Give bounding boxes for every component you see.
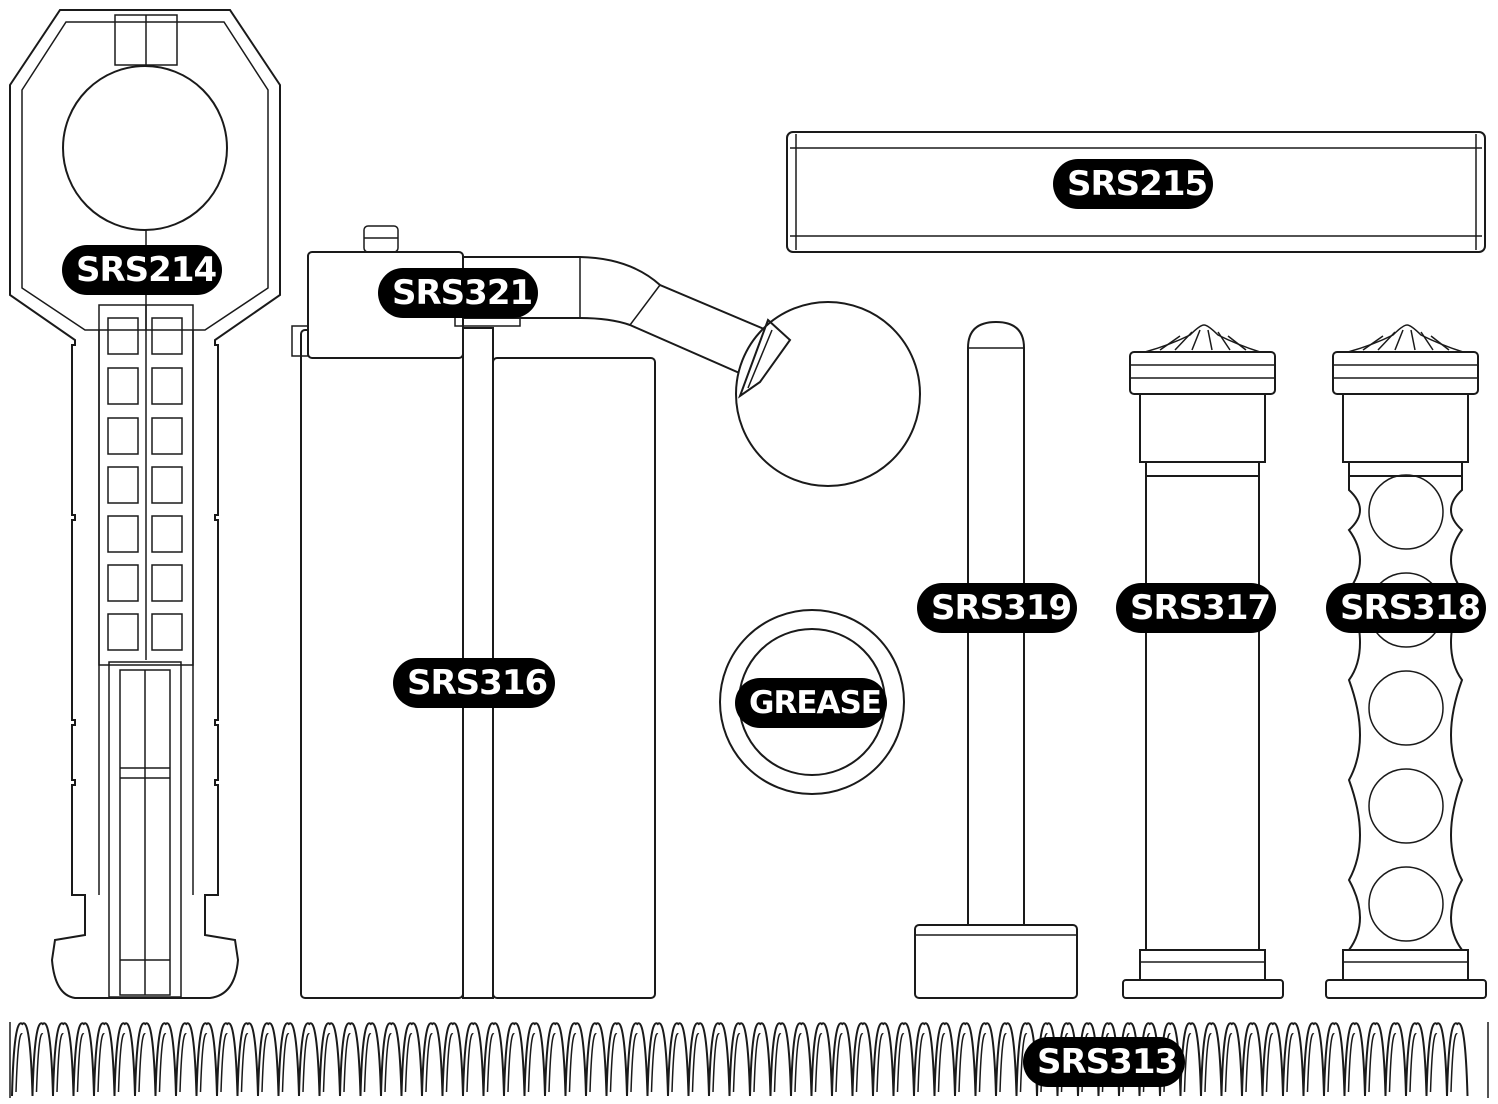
label-srs313: SRS313: [1023, 1037, 1185, 1087]
label-srs321: SRS321: [378, 268, 538, 318]
srs214-wrench-tool: [9, 9, 281, 999]
srs317-post: [1122, 324, 1284, 999]
label-srs316: SRS316: [393, 658, 555, 708]
label-srs318: SRS318: [1326, 583, 1486, 633]
label-srs214: SRS214: [62, 245, 222, 295]
srs313-spring: [9, 1022, 1489, 1098]
label-srs317: SRS317: [1116, 583, 1276, 633]
label-srs215: SRS215: [1053, 159, 1213, 209]
srs318-perforated-post: [1325, 324, 1487, 999]
srs215-bar: [786, 131, 1486, 253]
srs214-grid-cells: [107, 317, 183, 651]
srs321-grease-gun: [291, 225, 921, 487]
srs319-pin: [914, 320, 1078, 999]
label-grease: GREASE: [735, 678, 887, 728]
label-srs319: SRS319: [917, 583, 1077, 633]
